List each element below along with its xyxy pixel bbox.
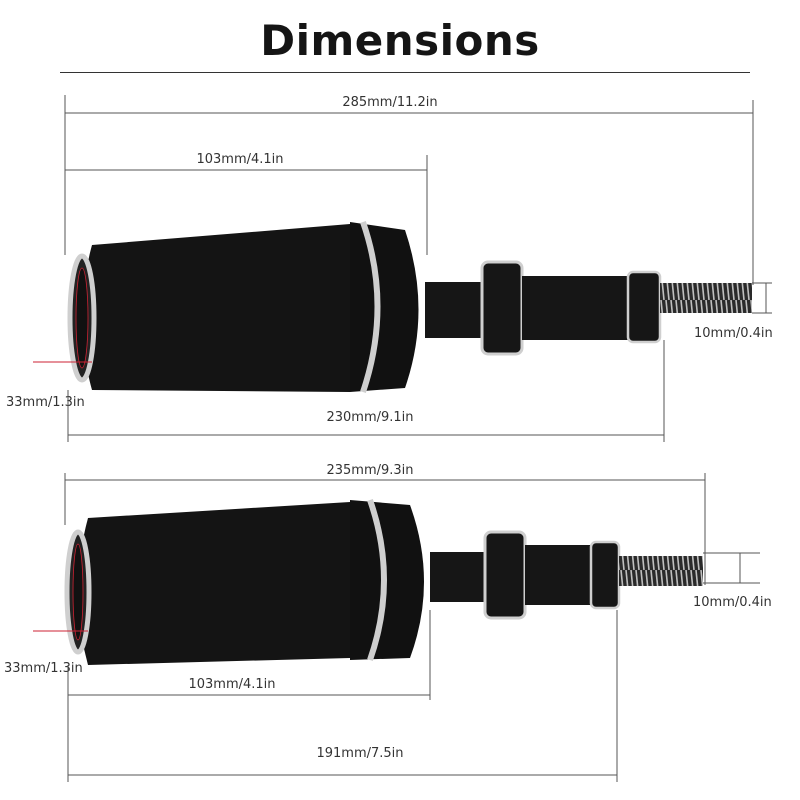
slider-body-top [82,224,350,392]
slider-ring-bottom [367,499,387,661]
end-diameter-label-bottom: 33mm/1.3in [4,661,83,676]
slider-top: 285mm/11.2in 103mm/4.1in 10mm/0.4in 33mm… [6,95,773,442]
spacer-end-top [626,270,662,344]
shaft-top [425,282,485,338]
bolt-thread-top [660,283,752,313]
slider-end-inner-top [75,267,89,369]
spacer-end-bottom [589,540,621,610]
overall-length-label-top: 285mm/11.2in [342,95,437,110]
collar-length-label-bottom: 191mm/7.5in [316,746,403,761]
bolt-thread-bottom [619,556,703,586]
spacer-top [522,276,632,340]
page-title: Dimensions [260,16,540,65]
collar-length-label-top: 230mm/9.1in [326,410,413,425]
end-diameter-label-top: 33mm/1.3in [6,395,85,410]
collar-top [480,260,524,356]
slider-bottom: 235mm/9.3in 10mm/0.4in 33mm/1.3in 103mm/… [4,463,772,782]
spacer-bottom [525,545,595,605]
body-length-label-top: 103mm/4.1in [196,152,283,167]
slider-cap-top [350,222,419,392]
slider-ring-top [360,221,381,393]
title-underline [60,72,750,73]
bolt-diameter-label-bottom: 10mm/0.4in [693,595,772,610]
collar-bottom [483,530,527,620]
slider-body-bottom [78,502,350,665]
bolt-diameter-label-top: 10mm/0.4in [694,326,773,341]
shaft-bottom [430,552,490,602]
slider-end-inner-bottom [72,543,84,641]
body-length-label-bottom: 103mm/4.1in [188,677,275,692]
overall-length-label-bottom: 235mm/9.3in [326,463,413,478]
